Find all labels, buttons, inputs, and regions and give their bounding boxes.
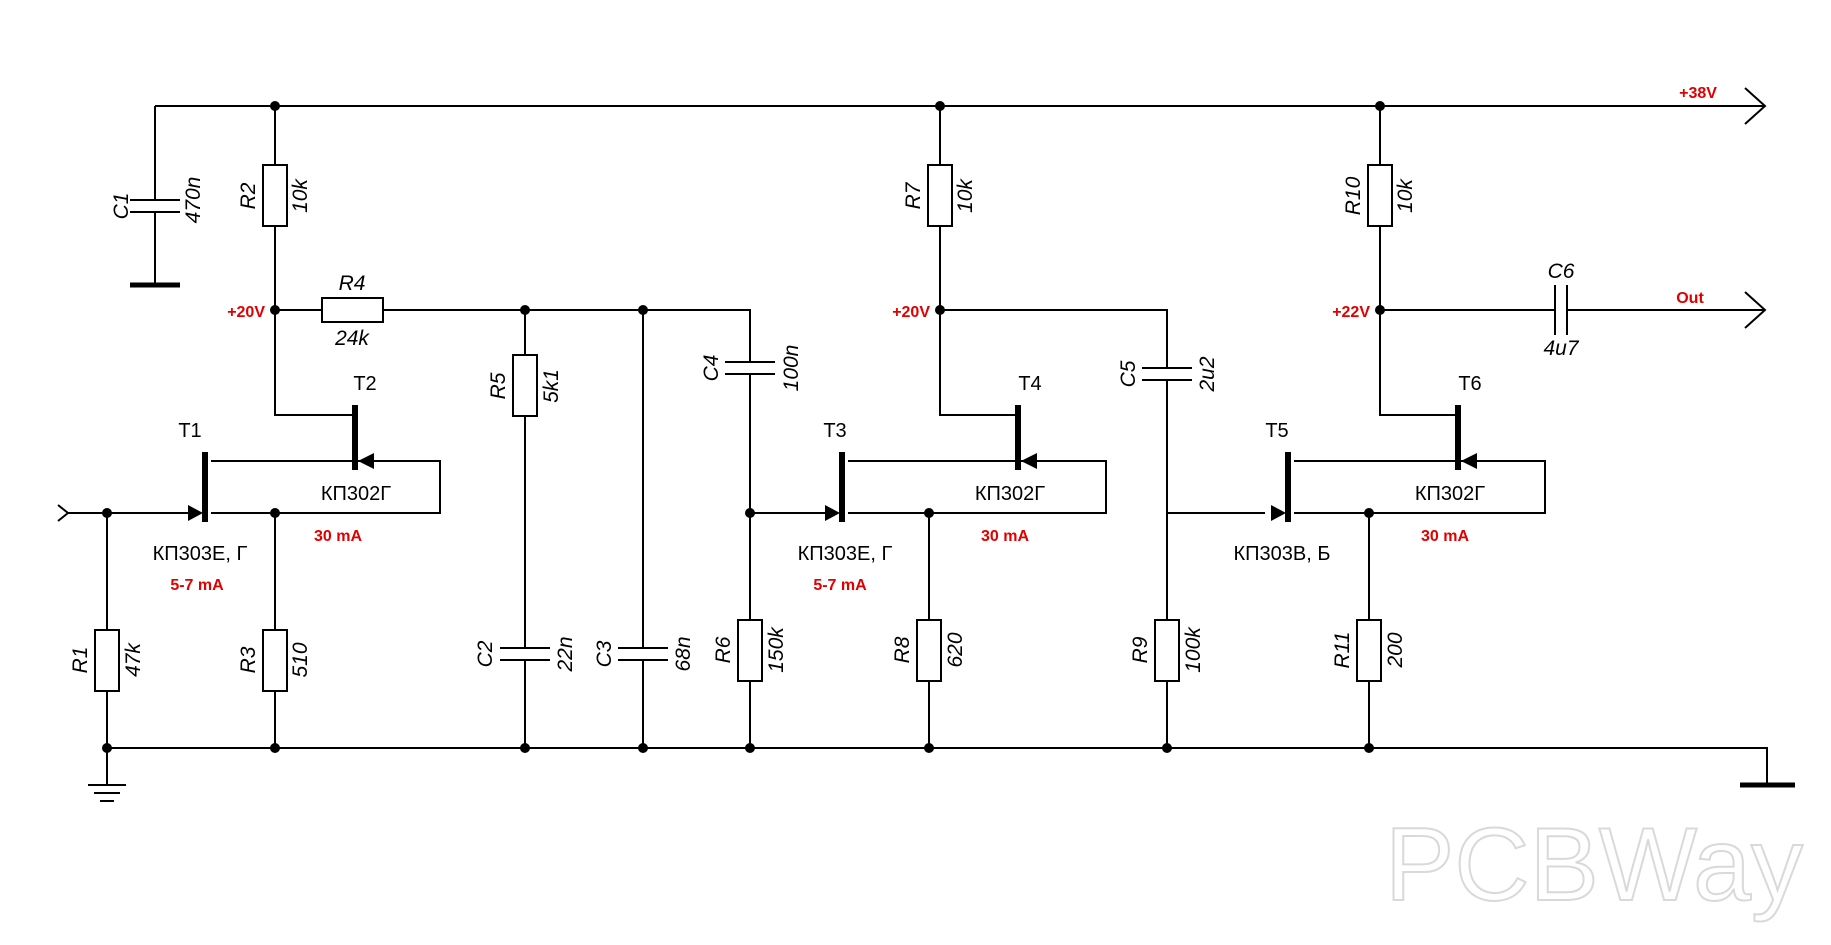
t4-type: КП302Г (975, 483, 1045, 505)
t4-current: 30 mA (981, 528, 1029, 545)
c1-ref: C1 (110, 193, 133, 220)
stage1-voltage-label: +20V (227, 304, 265, 321)
t2-type: КП302Г (321, 483, 391, 505)
junctions (102, 101, 1385, 753)
c3-ref: C3 (593, 640, 616, 667)
stage3-voltage-label: +22V (1332, 304, 1370, 321)
r2-body (262, 164, 288, 227)
r7-body (927, 164, 953, 227)
c2-ref: C2 (474, 640, 497, 667)
c4-ref: C4 (700, 355, 723, 382)
t1-type: КП303Е, Г (153, 543, 248, 565)
t6-current: 30 mA (1421, 528, 1469, 545)
t2-gate-arrow-icon (358, 453, 374, 469)
r4-body (321, 297, 384, 323)
r3-value: 510 (289, 642, 312, 677)
wires (68, 105, 1768, 785)
c2-plates (500, 647, 550, 661)
output-arrow-icon (1744, 291, 1767, 329)
c5-ref: C5 (1117, 360, 1140, 387)
t5-type: КП303В, Б (1234, 543, 1331, 565)
r11-body (1356, 619, 1382, 682)
r6-body (737, 619, 763, 682)
c1-plates (130, 199, 180, 213)
r8-value: 620 (944, 632, 967, 667)
supply-arrow-icon (1744, 87, 1767, 125)
t5-gate-arrow-icon (1271, 505, 1286, 521)
watermark-logo: PCBWay (1385, 807, 1803, 923)
r1-ref: R1 (69, 647, 92, 674)
c6-plates (1554, 285, 1568, 335)
t1-current: 5-7 mA (170, 577, 224, 594)
transistor-labels: T1 КП303Е, Г 5-7 mA T2 КП302Г 30 mA T3 К… (153, 373, 1486, 594)
r6-value: 150k (765, 626, 788, 673)
component-labels: C1 470n R2 10k R4 24k R5 5k1 R1 47k R3 5… (69, 176, 1580, 677)
r10-value: 10k (1394, 178, 1417, 213)
r10-body (1367, 164, 1393, 227)
net-labels: +38V Out +20V +20V +22V (227, 85, 1717, 321)
r8-body (916, 619, 942, 682)
r2-ref: R2 (237, 182, 260, 209)
r10-ref: R10 (1342, 176, 1365, 215)
r9-body (1154, 619, 1180, 682)
transistors (188, 405, 1477, 522)
r6-ref: R6 (712, 636, 735, 663)
r11-ref: R11 (1331, 632, 1354, 669)
t3-current: 5-7 mA (813, 577, 867, 594)
t6-ref: T6 (1458, 373, 1481, 395)
c4-plates (725, 361, 775, 375)
c5-value: 2u2 (1196, 356, 1219, 392)
r8-ref: R8 (891, 636, 914, 663)
supply-label: +38V (1679, 85, 1717, 102)
t1-ref: T1 (178, 420, 201, 442)
t3-gate-arrow-icon (825, 505, 840, 521)
t5-ref: T5 (1265, 420, 1288, 442)
capacitors (130, 199, 1568, 661)
resistors (94, 164, 1393, 692)
t4-ref: T4 (1018, 373, 1041, 395)
connector-arrows (57, 87, 1767, 522)
c6-ref: C6 (1548, 260, 1575, 283)
r7-value: 10k (954, 178, 977, 213)
r11-value: 200 (1384, 632, 1407, 668)
t6-type: КП302Г (1415, 483, 1485, 505)
c6-value: 4u7 (1543, 337, 1579, 360)
input-arrow-icon (57, 504, 70, 522)
ground-symbols (88, 282, 1795, 802)
r3-body (262, 629, 288, 692)
r3-ref: R3 (237, 646, 260, 673)
r5-value: 5k1 (540, 369, 563, 403)
t2-current: 30 mA (314, 528, 362, 545)
c1-value: 470n (182, 177, 205, 224)
r7-ref: R7 (902, 181, 925, 209)
t6-gate-arrow-icon (1461, 453, 1477, 469)
c5-plates (1142, 367, 1192, 381)
c4-value: 100n (780, 345, 803, 392)
r1-body (94, 629, 120, 692)
r4-ref: R4 (339, 272, 366, 295)
t3-type: КП303Е, Г (798, 543, 893, 565)
r9-value: 100k (1182, 626, 1205, 673)
c2-value: 22n (554, 636, 577, 672)
ground-icon (88, 748, 126, 802)
r4-value: 24k (334, 327, 370, 350)
stage2-voltage-label: +20V (892, 304, 930, 321)
r9-ref: R9 (1129, 636, 1152, 663)
t3-ref: T3 (823, 420, 846, 442)
r2-value: 10k (289, 178, 312, 213)
t4-gate-arrow-icon (1021, 453, 1037, 469)
output-label: Out (1676, 290, 1704, 307)
r5-body (512, 354, 538, 417)
c3-value: 68n (672, 636, 695, 671)
r1-value: 47k (122, 642, 145, 677)
r5-ref: R5 (487, 372, 510, 399)
t2-ref: T2 (353, 373, 376, 395)
c3-plates (618, 647, 668, 661)
t1-gate-arrow-icon (188, 505, 203, 521)
